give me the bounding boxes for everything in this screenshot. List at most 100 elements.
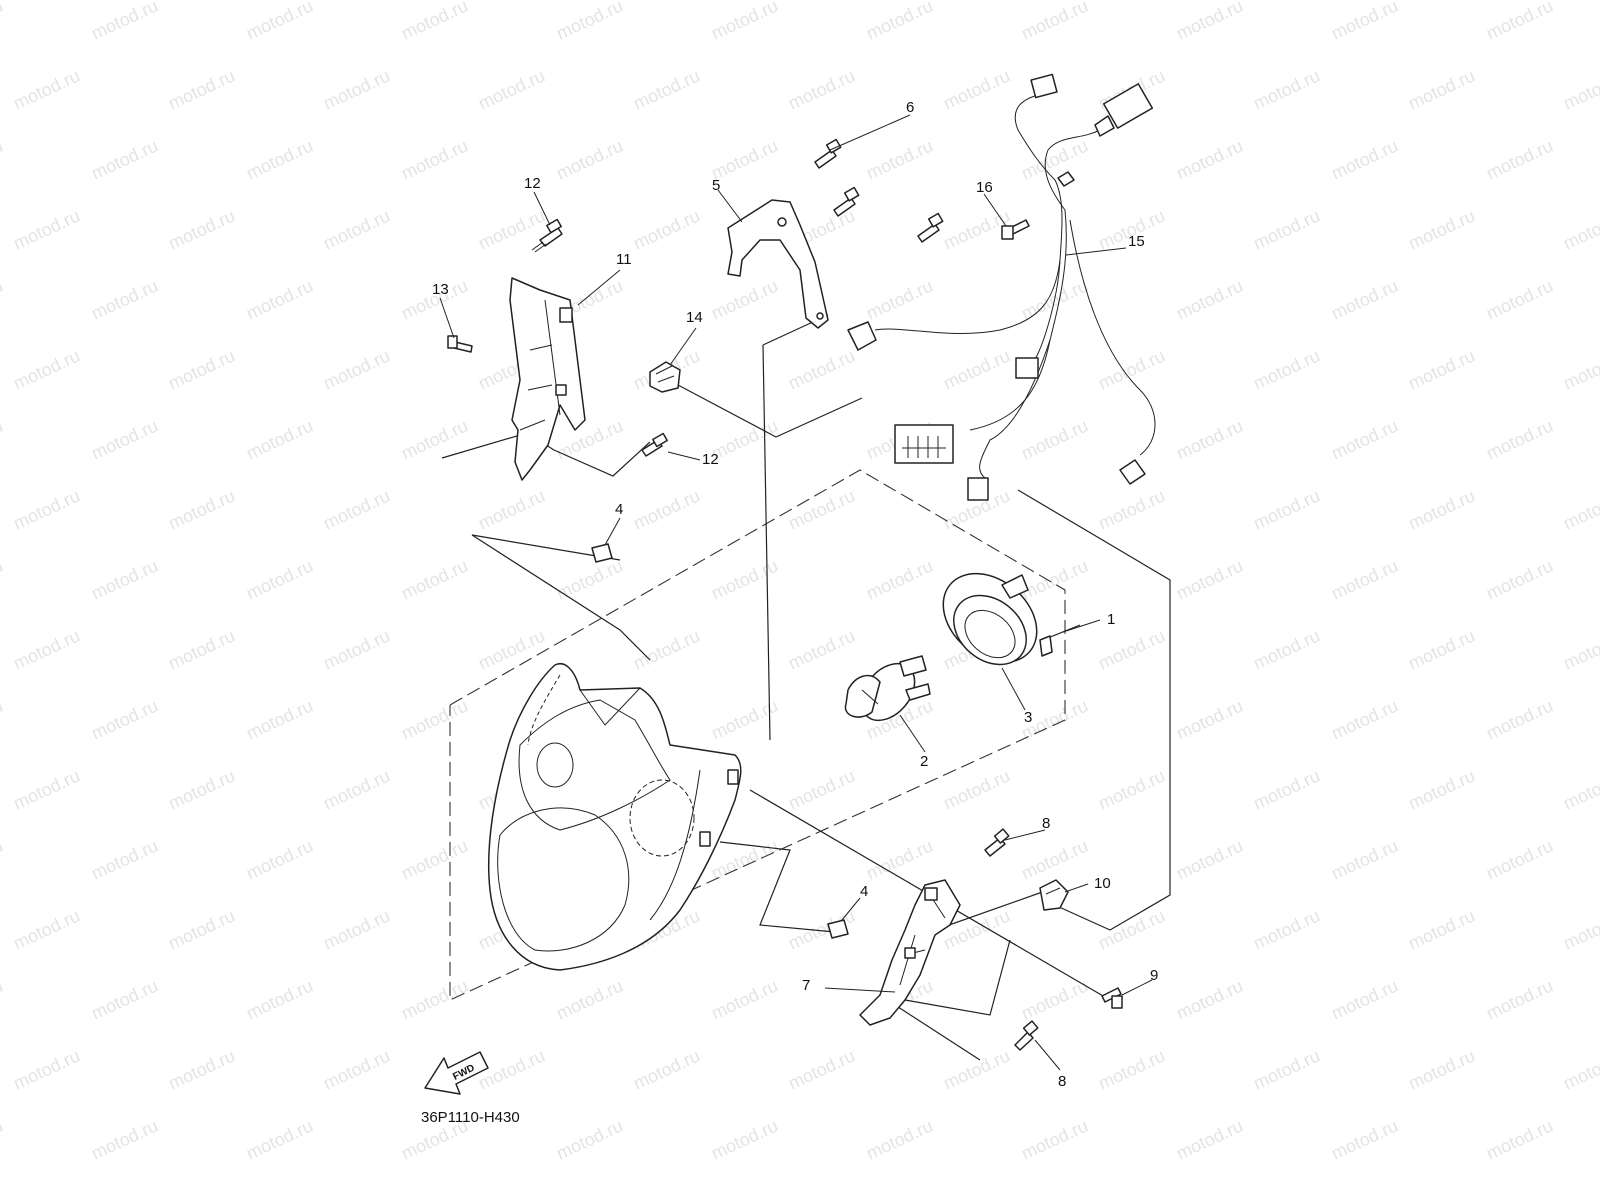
watermark-text: motod.ru [1328, 275, 1401, 323]
part-3-socket-cover [942, 572, 1053, 666]
watermark-text: motod.ru [1018, 415, 1091, 463]
watermark-text: motod.ru [1173, 415, 1246, 463]
watermark-text: motod.ru [88, 415, 161, 463]
watermark-text: motod.ru [1095, 905, 1168, 953]
watermark-text: motod.ru [553, 555, 626, 603]
watermark-text: motod.ru [708, 0, 781, 44]
part-6-bolt-b [833, 186, 860, 217]
watermark-text: motod.ru [165, 625, 238, 673]
watermark-text: motod.ru [88, 0, 161, 44]
callout-1: 1 [1107, 611, 1115, 628]
watermark-text: motod.ru [1095, 345, 1168, 393]
watermark-text: motod.ru [1095, 625, 1168, 673]
watermark-text: motod.ru [785, 65, 858, 113]
callout-8-upper: 8 [1042, 815, 1050, 832]
watermark-text: motod.ru [1560, 765, 1600, 813]
watermark-text: motod.ru [708, 975, 781, 1023]
watermark-text: motod.ru [10, 905, 83, 953]
watermark-text: motod.ru [1173, 555, 1246, 603]
watermark-text: motod.ru [1405, 345, 1478, 393]
watermark-text: motod.ru [785, 345, 858, 393]
part-6-bolt-c [917, 212, 944, 243]
watermark-text: motod.ru [243, 275, 316, 323]
watermark-text: motod.ru [553, 975, 626, 1023]
watermark-text: motod.ru [630, 485, 703, 533]
watermark-text: motod.ru [165, 905, 238, 953]
watermark-text: motod.ru [863, 0, 936, 44]
callout-15: 15 [1128, 233, 1145, 250]
watermark-text: motod.ru [630, 625, 703, 673]
watermark-text: motod.ru [1250, 1045, 1323, 1093]
watermark-text: motod.ru [1018, 835, 1091, 883]
watermark-text: motod.ru [708, 1115, 781, 1163]
watermark-text: motod.ru [1095, 485, 1168, 533]
headlight-assembly-outline [449, 469, 1066, 1001]
watermark-text: motod.ru [1483, 0, 1556, 44]
callout-11: 11 [616, 251, 632, 268]
watermark-text: motod.ru [243, 135, 316, 183]
watermark-text: motod.ru [88, 1115, 161, 1163]
callout-8-lower: 8 [1058, 1073, 1066, 1090]
watermark-text: motod.ru [863, 275, 936, 323]
watermark-text: motod.ru [1483, 275, 1556, 323]
part-15-wire-harness [847, 73, 1156, 501]
watermark-text: motod.ru [398, 135, 471, 183]
watermark-text: motod.ru [1173, 695, 1246, 743]
watermark-text: motod.ru [1173, 835, 1246, 883]
part-2-bulb [844, 655, 931, 722]
watermark-text: motod.ru [1018, 1115, 1091, 1163]
watermark-text: motod.ru [1483, 135, 1556, 183]
part-11-bracket [509, 277, 586, 481]
watermark-text: motod.ru [88, 695, 161, 743]
watermark-text: motod.ru [1250, 765, 1323, 813]
watermark-text: motod.ru [630, 1045, 703, 1093]
watermark-text: motod.ru [0, 275, 6, 323]
watermark-text: motod.ru [1328, 415, 1401, 463]
watermark-text: motod.ru [243, 975, 316, 1023]
part-7-bracket [859, 879, 961, 1026]
watermark-text: motod.ru [1560, 905, 1600, 953]
watermark-text: motod.ru [1405, 1045, 1478, 1093]
watermark-text: motod.ru [10, 625, 83, 673]
watermark-text: motod.ru [10, 765, 83, 813]
part-9-bolt [1101, 987, 1123, 1009]
part-6-bolt-a [814, 138, 842, 169]
watermark-text: motod.ru [1095, 1045, 1168, 1093]
watermark-text: motod.ru [398, 835, 471, 883]
watermark-text: motod.ru [398, 555, 471, 603]
watermark-text: motod.ru [1560, 485, 1600, 533]
watermark-text: motod.ru [0, 0, 6, 44]
watermark-text: motod.ru [0, 555, 6, 603]
watermark-text: motod.ru [1483, 695, 1556, 743]
watermark-text: motod.ru [165, 485, 238, 533]
watermark-text: motod.ru [10, 1045, 83, 1093]
part-16-bolt [1001, 219, 1030, 240]
watermark-text: motod.ru [243, 695, 316, 743]
watermark-text: motod.ru [10, 345, 83, 393]
watermark-text: motod.ru [320, 205, 393, 253]
callout-6: 6 [906, 99, 914, 116]
watermark-text: motod.ru [1328, 0, 1401, 44]
watermark-text: motod.ru [243, 835, 316, 883]
watermark-text: motod.ru [1405, 65, 1478, 113]
part-13-bolt [447, 335, 473, 353]
watermark-text: motod.ru [1483, 415, 1556, 463]
watermark-text: motod.ru [863, 1115, 936, 1163]
watermark-text: motod.ru [630, 65, 703, 113]
watermark-text: motod.ru [0, 975, 6, 1023]
watermark-text: motod.ru [320, 485, 393, 533]
watermark-text: motod.ru [1250, 205, 1323, 253]
watermark-text: motod.ru [88, 835, 161, 883]
watermark-text: motod.ru [1483, 975, 1556, 1023]
watermark-text: motod.ru [553, 135, 626, 183]
watermark-text: motod.ru [1328, 975, 1401, 1023]
watermark-text: motod.ru [10, 485, 83, 533]
watermark-text: motod.ru [1483, 555, 1556, 603]
part-4-nut-upper [591, 543, 613, 563]
callout-12-upper: 12 [524, 175, 541, 192]
watermark-text: motod.ru [1560, 625, 1600, 673]
watermark-text: motod.ru [1560, 345, 1600, 393]
callout-4-upper: 4 [615, 501, 623, 518]
watermark-text: motod.ru [708, 555, 781, 603]
